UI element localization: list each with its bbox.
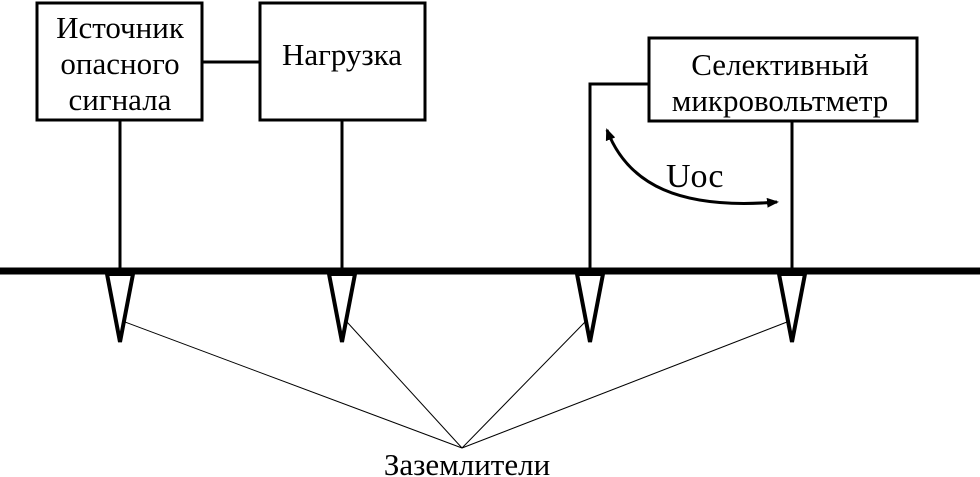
ground-electrode-1 — [104, 272, 136, 343]
voltage-arrow — [605, 128, 779, 208]
meter-label-line-2: микровольтметр — [672, 83, 889, 118]
source-label-line-2: опасного — [60, 46, 179, 81]
meter-block — [647, 36, 919, 123]
meter-label-line-1: Селективный — [691, 47, 868, 82]
electrodes-label: Заземлители — [384, 447, 550, 477]
source-label-line-1: Источник — [56, 10, 185, 45]
ground-electrode-2 — [326, 272, 358, 343]
leader-line-2 — [346, 321, 463, 449]
leader-line-1 — [124, 321, 463, 449]
leader-line-3 — [461, 321, 586, 449]
load-label: Нагрузка — [282, 37, 402, 72]
voltage-label: Uос — [666, 158, 724, 195]
source-label-line-3: сигнала — [69, 82, 172, 117]
load-block — [258, 1, 427, 122]
ground-electrode-3 — [574, 272, 606, 343]
leader-line-4 — [461, 321, 788, 449]
ground-electrode-4 — [776, 272, 808, 343]
meter-input-lead-left — [588, 82, 649, 271]
